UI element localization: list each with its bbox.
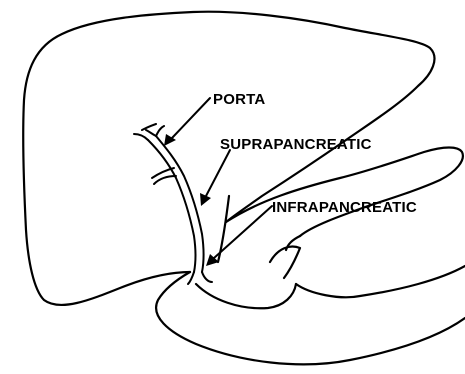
infrapancreatic-arrow-line [214, 206, 272, 258]
porta-arrow-line [172, 98, 210, 138]
pancreas-fold [270, 247, 300, 278]
suprapancreatic-label: SUPRAPANCREATIC [220, 136, 372, 153]
duodenum-outline [156, 272, 465, 364]
duodenum-right-edge [296, 266, 465, 297]
porta-label: PORTA [213, 91, 265, 108]
infrapancreatic-label: INFRAPANCREATIC [272, 199, 417, 216]
hepatic-duct-branch-left-2 [146, 130, 156, 136]
suprapancreatic-arrow-line [206, 150, 230, 196]
hepatic-duct-branch-right [156, 126, 164, 136]
hepatic-duct-branch-left [134, 134, 148, 140]
bile-duct-left-wall [148, 140, 196, 272]
hepatic-duct-branch-upper [142, 124, 156, 130]
pancreas-outline [226, 148, 463, 237]
duodenum-inner-edge [196, 284, 296, 308]
liver-outline [23, 12, 434, 305]
cystic-duct-branch [154, 176, 176, 184]
ampulla-right [202, 272, 212, 282]
